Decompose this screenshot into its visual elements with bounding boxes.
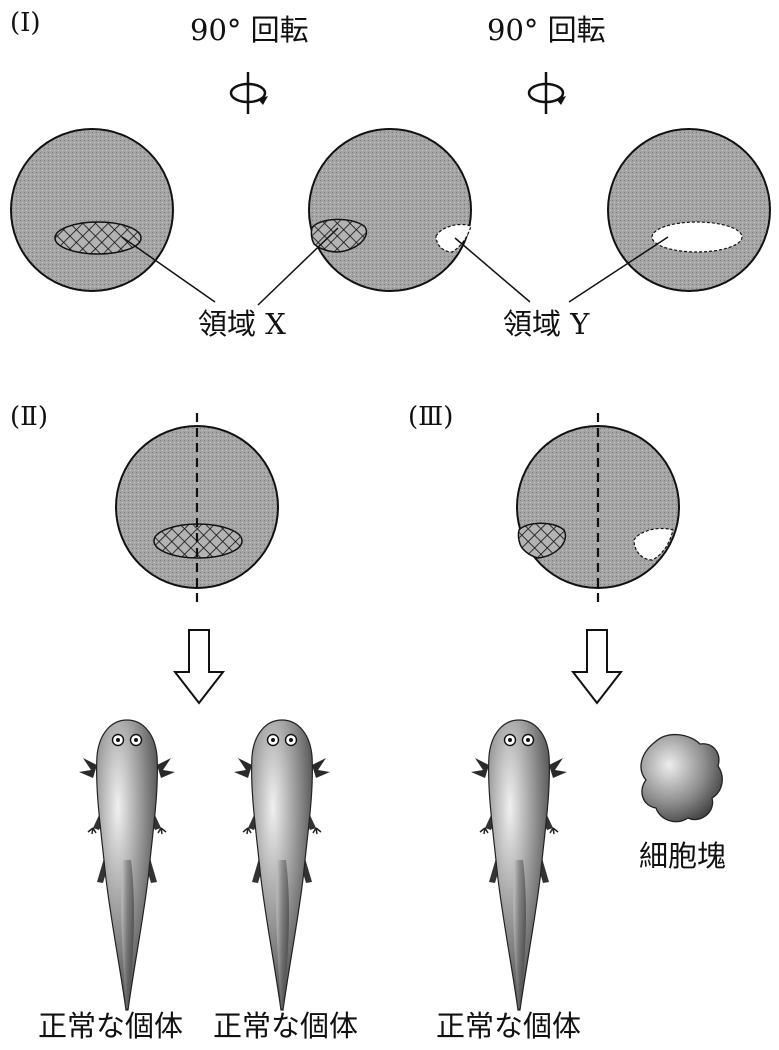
- cell-mass: [641, 735, 722, 822]
- larva-1: [79, 720, 175, 1010]
- panel-label-ii: (Ⅱ): [10, 404, 48, 430]
- region-x-label: 領域 X: [198, 310, 286, 339]
- embryo-2: [309, 129, 471, 291]
- rotation-label-left: 90° 回転: [190, 16, 309, 45]
- panel-label-iii: (Ⅲ): [408, 404, 453, 430]
- embryo-4: [116, 413, 278, 605]
- caption-normal-3: 正常な個体: [436, 1012, 581, 1041]
- caption-normal-1: 正常な個体: [38, 1012, 183, 1041]
- rotation-icon-right: [529, 72, 566, 114]
- embryo-3: [608, 129, 770, 291]
- down-arrow-ii: [175, 630, 223, 703]
- larva-2: [234, 720, 330, 1010]
- caption-cell-mass: 細胞塊: [639, 842, 726, 871]
- region-y-patch-3: [652, 222, 742, 252]
- embryo-5: [517, 413, 679, 605]
- rotation-icon-left: [231, 72, 268, 114]
- region-x-patch-1: [55, 222, 141, 254]
- rotation-label-right: 90° 回転: [487, 16, 606, 45]
- embryo-1: [11, 129, 173, 291]
- panel-label-i: (Ⅰ): [10, 10, 41, 36]
- caption-normal-2: 正常な個体: [213, 1012, 358, 1041]
- larva-3: [471, 720, 567, 1010]
- region-y-label: 領域 Y: [503, 310, 589, 339]
- down-arrow-iii: [573, 630, 621, 703]
